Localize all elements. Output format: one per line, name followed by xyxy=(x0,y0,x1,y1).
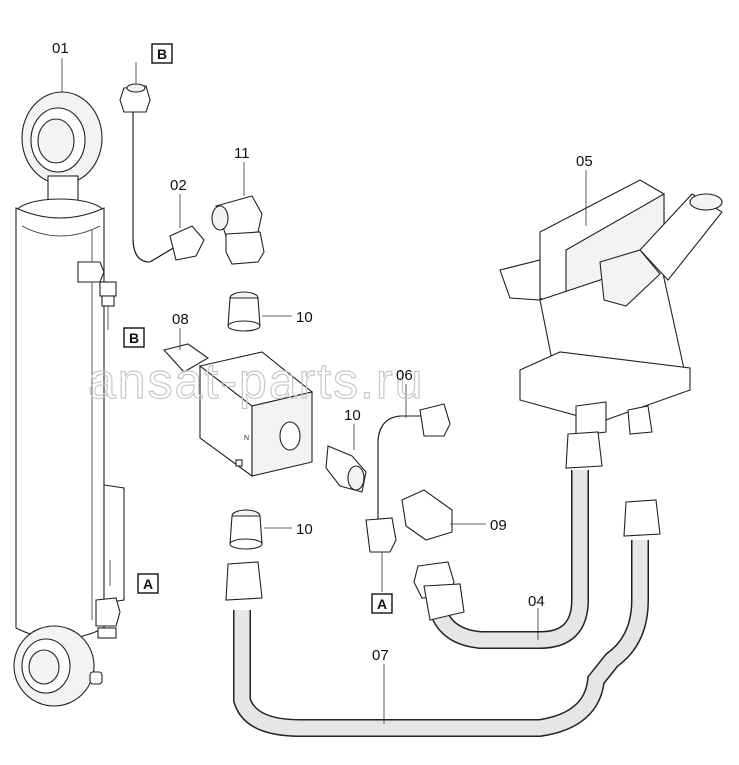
valve-block xyxy=(162,343,314,478)
rigid-pipe xyxy=(119,83,205,263)
callout-02: 02 xyxy=(170,177,187,194)
hydraulic-cylinder xyxy=(13,91,125,707)
connection-labels: B B A A xyxy=(123,43,393,614)
connection-a-cylinder: A xyxy=(137,573,159,594)
valve-mark: N xyxy=(244,435,249,442)
callout-10-upper: 10 xyxy=(296,309,313,326)
svg-text:B: B xyxy=(129,330,139,346)
callout-08: 08 xyxy=(172,311,189,328)
svg-text:A: A xyxy=(377,596,387,612)
callout-05: 05 xyxy=(576,153,593,170)
callout-09: 09 xyxy=(490,517,507,534)
connection-a-pipe: A xyxy=(371,593,393,614)
callout-10-side: 10 xyxy=(344,407,361,424)
adapter-lower xyxy=(229,509,263,550)
adapter-side xyxy=(325,445,367,493)
watermark-text: ansat-parts.ru xyxy=(88,353,424,409)
callout-06: 06 xyxy=(396,367,413,384)
hose-04 xyxy=(423,431,603,649)
adapter-upper xyxy=(227,291,261,332)
callout-01: 01 xyxy=(52,40,69,57)
callout-labels: 01 02 04 05 06 07 08 09 10 10 10 11 xyxy=(52,40,593,664)
callout-11: 11 xyxy=(234,145,250,162)
hand-pump xyxy=(499,179,723,437)
callout-04: 04 xyxy=(528,593,545,610)
leader-lines xyxy=(61,58,587,724)
callout-10-lower: 10 xyxy=(296,521,313,538)
connection-b-top: B xyxy=(151,43,173,64)
svg-text:A: A xyxy=(143,576,153,592)
connection-b-cylinder: B xyxy=(123,327,145,348)
callout-07: 07 xyxy=(372,647,389,664)
svg-text:B: B xyxy=(157,46,167,62)
hose-07 xyxy=(225,499,661,737)
pipe-assembly xyxy=(365,403,455,599)
elbow-fitting xyxy=(211,195,265,265)
